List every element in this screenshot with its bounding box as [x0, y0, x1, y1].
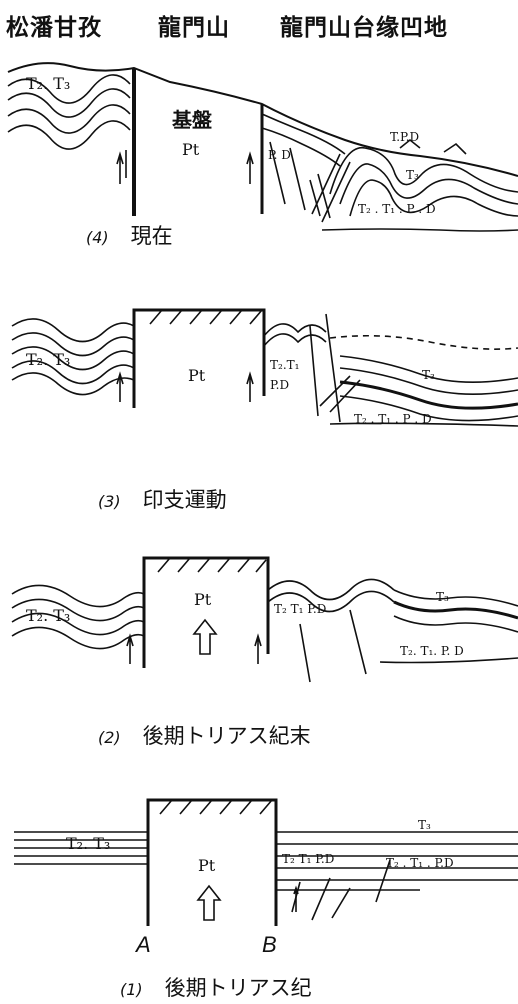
label-pd: P. D	[268, 148, 291, 162]
panel-4-number: (4)	[86, 228, 109, 247]
panel-2-late-triassic-end: T₂. T₃ Pt T₂ T₁ P.D T₃ T₂. T₁. P. D (2) 後…	[0, 554, 518, 764]
label-sequence: T₂ . T₁ . P.D	[386, 856, 454, 870]
label-pt: Pt	[198, 856, 216, 875]
region-label-foredeep: 龍門山台缘凹地	[280, 15, 448, 41]
region-label-songpan-ganzi: 松潘甘孜	[6, 15, 102, 41]
label-t2-t3: T₂. T₃	[26, 350, 71, 369]
label-sequence: T₂ . T₁ . P . D	[358, 202, 436, 216]
panel-2-number: (2)	[98, 728, 121, 747]
cross-section-3	[11, 308, 518, 427]
panel-2-title: 後期トリアス紀末	[142, 724, 311, 748]
label-point-a: A	[136, 932, 151, 957]
panel-3-title: 印支運動	[142, 488, 227, 512]
label-t3: T₃	[436, 590, 449, 604]
region-label-longmenshan: 龍門山	[158, 15, 230, 41]
label-t2-t1: T₂.T₁	[270, 358, 300, 372]
panel-4-title: 現在	[130, 224, 173, 248]
label-sequence: T₂. T₁. P. D	[400, 644, 464, 658]
label-t3: T₃	[418, 818, 431, 832]
label-pd: P.D	[270, 378, 290, 392]
panel-2-caption: (2) 後期トリアス紀末	[98, 720, 311, 750]
label-sequence: T₂ . T₁ . P . D	[354, 412, 432, 426]
label-pt: Pt	[194, 590, 212, 609]
cross-section-1	[14, 798, 518, 926]
label-t2-t3: T₂. T₃	[26, 74, 71, 93]
label-t3: T₃	[406, 168, 419, 182]
panel-3-indosinian: T₂. T₃ Pt T₂.T₁ P.D T₃ T₂ . T₁ . P . D (…	[0, 296, 518, 516]
label-basement: 基盤	[172, 108, 212, 132]
label-t2-t3: T₂. T₃	[66, 834, 111, 853]
panel-3-caption: (3) 印支運動	[98, 484, 227, 514]
panel-4-present: T₂. T₃ 基盤 Pt P. D T.P.D T₃ T₂ . T₁ . P .…	[0, 44, 518, 264]
section-header: 松潘甘孜 龍門山 龍門山台缘凹地	[6, 2, 518, 42]
panel-1-title: 後期トリアス纪	[164, 976, 312, 1000]
panel-1-late-triassic: T₂. T₃ Pt T₂ T₁ P.D T₃ T₂ . T₁ . P.D A B…	[0, 792, 518, 1004]
label-t2-t3: T₂. T₃	[26, 606, 71, 625]
panel-4-caption: (4) 現在	[86, 220, 173, 250]
label-t2-t1-pd: T₂ T₁ P.D	[274, 602, 327, 616]
label-pt: Pt	[182, 140, 200, 159]
cross-section-4	[7, 62, 518, 232]
label-t3: T₃	[422, 368, 435, 382]
label-pt: Pt	[188, 366, 206, 385]
panel-1-caption: (1) 後期トリアス纪	[120, 972, 312, 1002]
cross-section-2	[11, 556, 518, 683]
panel-1-number: (1)	[120, 980, 143, 999]
label-point-b: B	[262, 932, 277, 957]
panel-3-number: (3)	[98, 492, 121, 511]
label-tpd-top: T.P.D	[390, 130, 420, 144]
label-t2-t1-pd: T₂ T₁ P.D	[282, 852, 335, 866]
